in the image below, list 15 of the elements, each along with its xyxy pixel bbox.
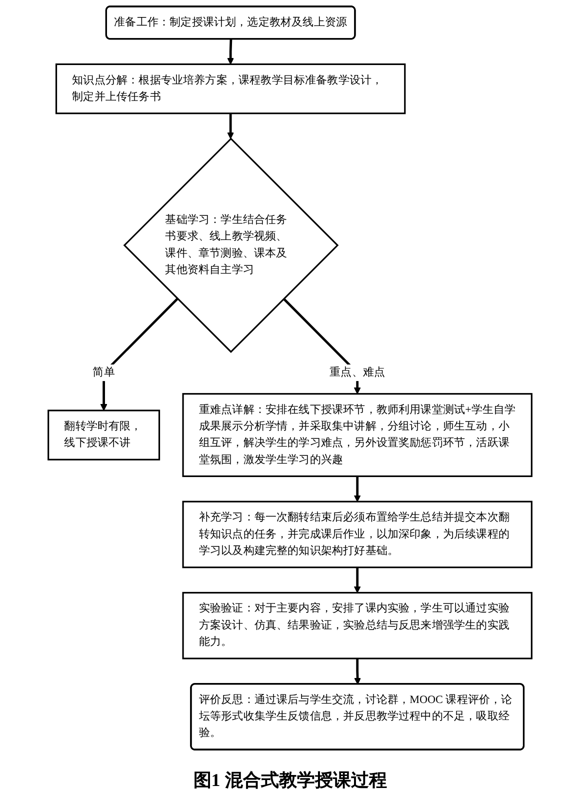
arrow	[227, 113, 234, 140]
edge-label: 重点、难点	[330, 366, 386, 379]
node-box: 补充学习：每一次翻转结束后必须布置给学生总结并提交本次翻转知识点的任务，并完成课后作业，以加深印象，为后续课程的学习以及构建完整的知识架构打好基础。	[182, 500, 532, 568]
arrow	[227, 39, 234, 65]
arrow	[354, 567, 361, 594]
node-diamond: 基础学习：学生结合任务书要求、线上教学视频、课件、章节测验、课本及其他资料自主学习	[123, 138, 339, 353]
arrow	[354, 476, 361, 502]
caption: 图1 混合式教学授课过程	[193, 769, 387, 792]
edge-label: 简单	[92, 366, 115, 379]
arrow	[100, 298, 178, 411]
node-box: 重难点详解：安排在线下授课环节，教师利用课堂测试+学生自学成果展示分析学情，并采取集中讲解，分组讨论，师生互动，小组互评，解决学生的学习难点，另外设置奖励惩罚环节，活跃课堂氛围，激发学生学习的兴趣	[182, 393, 532, 478]
node-box: 知识点分解：根据专业培养方案，课程教学目标准备教学设计，制定并上传任务书	[55, 63, 406, 114]
node-box: 翻转学时有限，线下授课不讲	[48, 410, 160, 460]
node-box: 实验验证：对于主要内容，安排了课内实验，学生可以通过实验方案设计、仿真、结果验证，实验总结与反思来增强学生的实践能力。	[182, 592, 532, 660]
arrow	[354, 658, 362, 685]
